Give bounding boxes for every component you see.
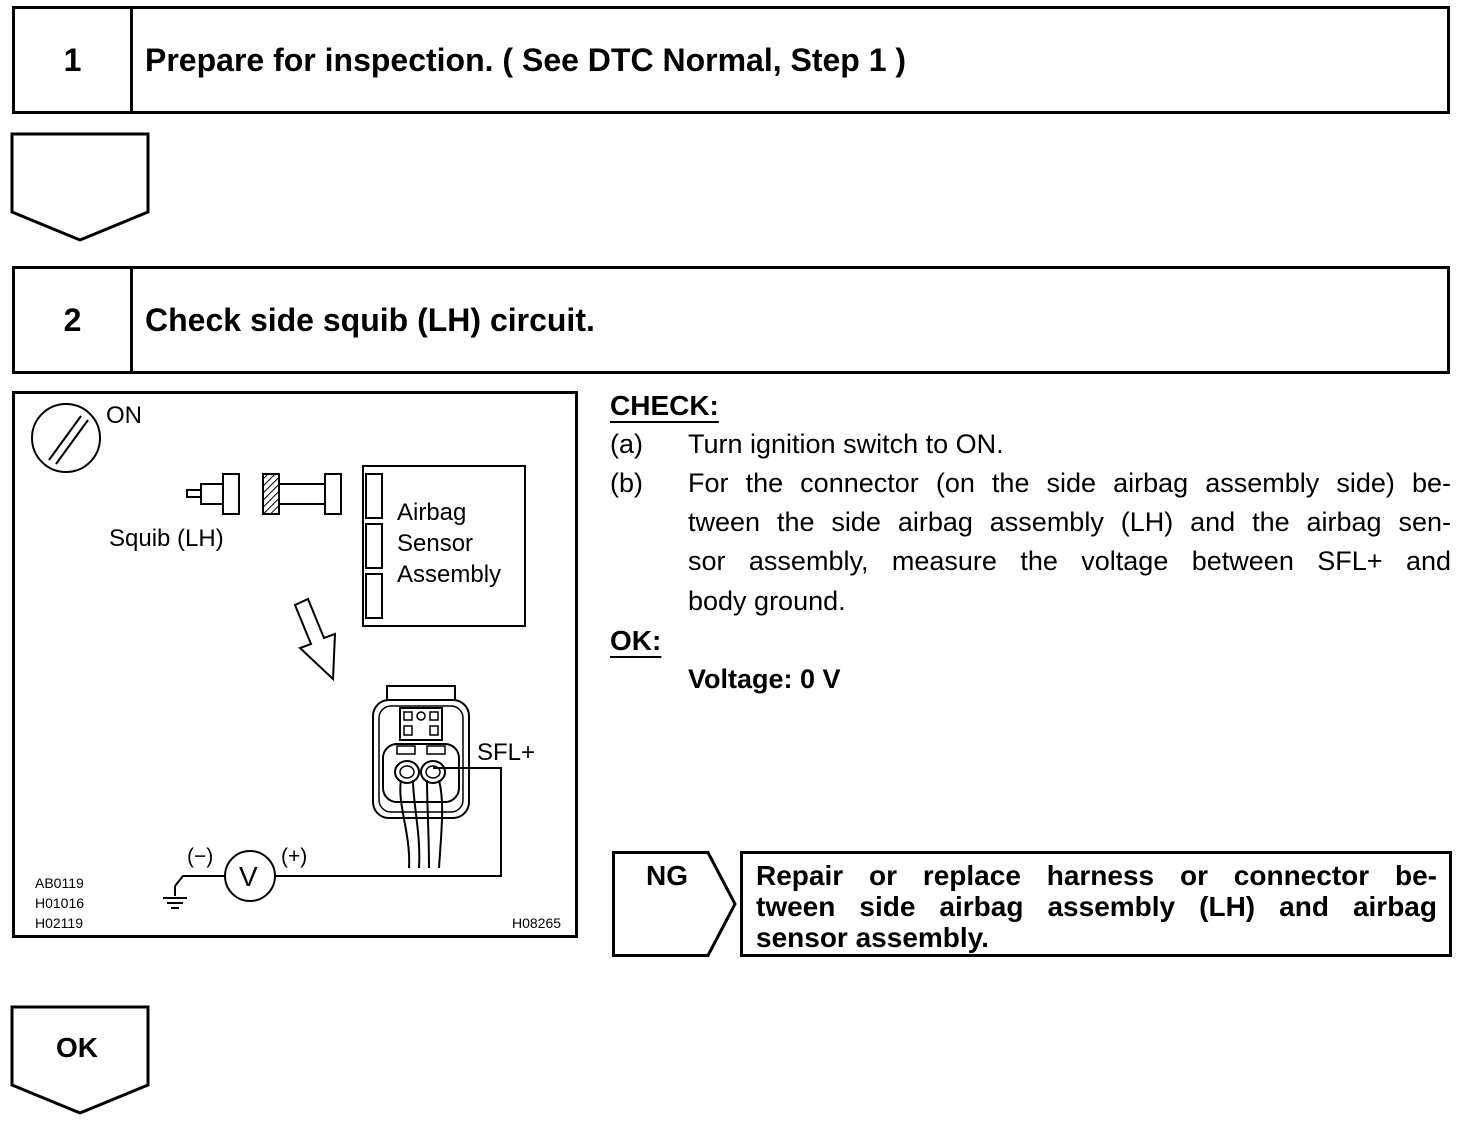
ng-action-box: Repair or replace harness or connector b… [740, 851, 1452, 957]
squib-connector-icon [186, 473, 240, 515]
figure-id: H08265 [512, 915, 562, 931]
sensor-label-line-1: Airbag [397, 499, 467, 526]
squib-label: Squib (LH) [109, 525, 224, 552]
check-item-b-line-4: body ground. [688, 586, 846, 616]
ng-action-line-2: tween side airbag assembly (LH) and airb… [756, 891, 1437, 922]
reference-code-3: H02119 [35, 915, 84, 931]
check-item-b-line-1: For the connector (on the side airbag as… [688, 468, 1451, 498]
check-item-b-line-2: tween the side airbag assembly (LH) and … [688, 507, 1451, 537]
ng-action-line-3: sensor assembly. [756, 922, 989, 953]
ng-action-line-1: Repair or replace harness or connector b… [756, 860, 1437, 891]
step-1-number: 1 [15, 9, 133, 111]
check-item-b-marker: (b) [610, 468, 643, 498]
flow-down-arrow [10, 132, 150, 242]
ignition-key-icon [31, 403, 101, 473]
check-heading: CHECK: [610, 390, 719, 421]
step-2-title: Check side squib (LH) circuit. [145, 301, 595, 338]
check-item-a-text: Turn ignition switch to ON. [688, 429, 1004, 459]
step-2-number: 2 [15, 269, 133, 371]
figure-diagram [31, 403, 526, 909]
ok-arrow-label: OK [56, 1032, 98, 1063]
connector-closeup-icon [372, 685, 470, 869]
voltmeter-wiring [163, 767, 502, 909]
terminal-label: SFL+ [477, 739, 536, 766]
direction-arrow-icon [293, 597, 337, 682]
ok-heading: OK: [610, 625, 662, 656]
airbag-sensor-assembly-box [362, 465, 526, 627]
sensor-label-line-2: Sensor [397, 530, 474, 557]
step-1-box: 1 Prepare for inspection. ( See DTC Norm… [12, 6, 1450, 114]
ok-spec: Voltage: 0 V [688, 664, 841, 694]
ng-label: NG [646, 860, 688, 891]
sensor-side-connector-icon [262, 473, 342, 515]
positive-probe-label: (+) [281, 845, 308, 868]
ok-arrow [10, 1005, 150, 1115]
check-item-b-line-3: sor assembly, measure the voltage betwee… [688, 546, 1451, 576]
sensor-label-line-3: Assembly [397, 561, 502, 588]
negative-probe-label: (−) [187, 845, 214, 868]
inspection-figure: ON Squib (LH) Airbag Sensor Assembly SFL… [12, 391, 578, 938]
ignition-on-label: ON [106, 402, 142, 429]
voltmeter-symbol: V [239, 861, 258, 892]
reference-code-1: AB0119 [35, 875, 84, 891]
step-1-title: Prepare for inspection. ( See DTC Normal… [145, 41, 907, 78]
ng-arrow [612, 851, 737, 957]
step-2-box: 2 Check side squib (LH) circuit. [12, 266, 1450, 374]
reference-code-2: H01016 [35, 895, 85, 911]
check-item-a-marker: (a) [610, 429, 643, 459]
